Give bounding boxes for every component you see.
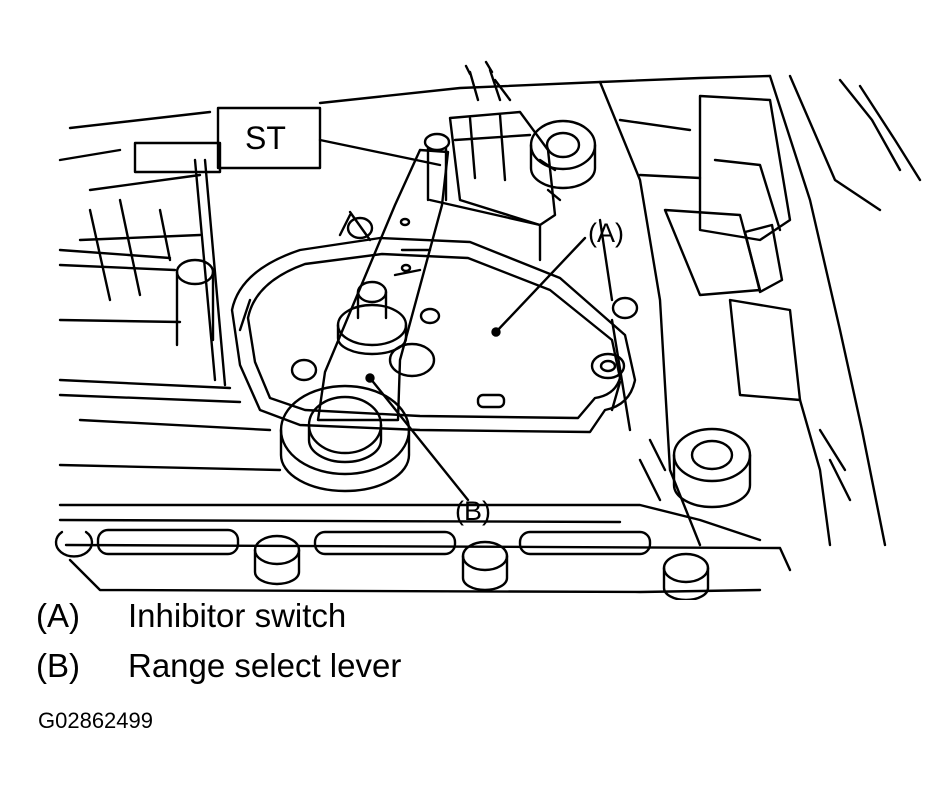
wiring-connector — [428, 60, 562, 262]
callout-b-label: (B) — [455, 496, 491, 526]
legend-text-a: Inhibitor switch — [128, 597, 347, 634]
legend-key-b: (B) — [36, 647, 80, 684]
st-label: ST — [245, 120, 286, 156]
legend-key-a: (A) — [36, 597, 80, 634]
inhibitor-switch-body — [230, 210, 637, 434]
figure-id: G02862499 — [38, 708, 153, 733]
legend-item-b: (B) Range select lever — [36, 646, 401, 686]
legend-item-a: (A) Inhibitor switch — [36, 596, 346, 636]
flange-bolts — [54, 530, 710, 600]
inhibitor-switch-illustration: ST — [54, 60, 922, 600]
range-select-lever — [279, 132, 451, 493]
legend-text-b: Range select lever — [128, 647, 402, 684]
callout-a-label: (A) — [588, 218, 624, 248]
callout-b: (B) — [365, 373, 491, 526]
transmission-case — [54, 74, 922, 600]
manual-shaft — [336, 280, 436, 378]
callout-a: (A) — [491, 218, 624, 337]
st-tag: ST — [133, 106, 442, 174]
